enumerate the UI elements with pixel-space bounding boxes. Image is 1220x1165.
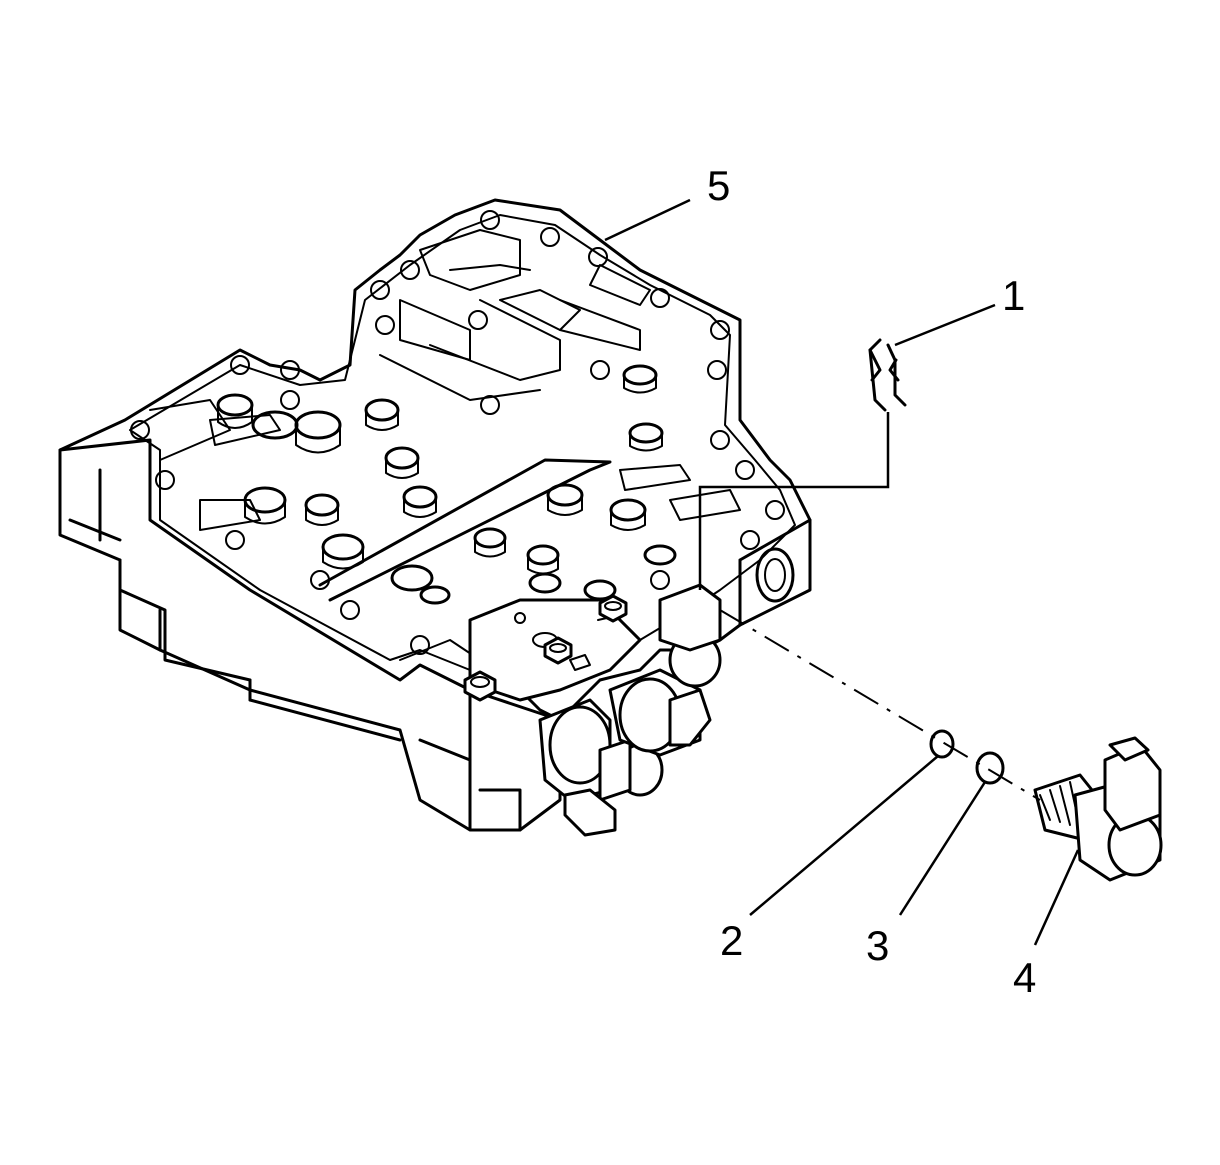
leader-1 (894, 303, 996, 347)
callout-2: 2 (720, 917, 743, 964)
bores (216, 364, 677, 605)
leader-5 (604, 198, 691, 242)
o-ring-large (975, 751, 1005, 785)
leader-4 (1033, 849, 1080, 946)
leader-3 (898, 781, 987, 916)
retainer-clip (868, 338, 907, 412)
bolt-holes (130, 210, 785, 655)
callout-5: 5 (707, 162, 730, 209)
o-ring-small (929, 729, 955, 759)
leader-2 (749, 755, 939, 916)
leader-clip-to-body (698, 412, 890, 590)
assembly-centerline (719, 609, 1041, 801)
valve-body (58, 198, 812, 837)
callout-1: 1 (1002, 272, 1025, 319)
shift-solenoid (1033, 736, 1163, 882)
mounted-solenoids (538, 583, 722, 837)
bolts (463, 594, 628, 702)
callout-4: 4 (1013, 954, 1036, 1001)
callout-3: 3 (866, 922, 889, 969)
